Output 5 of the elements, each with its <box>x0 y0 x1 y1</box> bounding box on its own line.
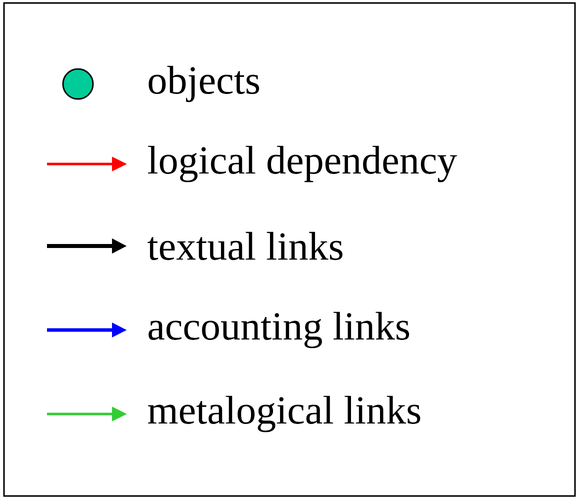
legend-label: logical dependency <box>148 146 457 182</box>
legend-label: metalogical links <box>148 396 420 432</box>
legend-label: textual links <box>148 232 342 260</box>
legend-label: objects <box>148 66 260 102</box>
legend-label: accounting links <box>148 312 410 348</box>
